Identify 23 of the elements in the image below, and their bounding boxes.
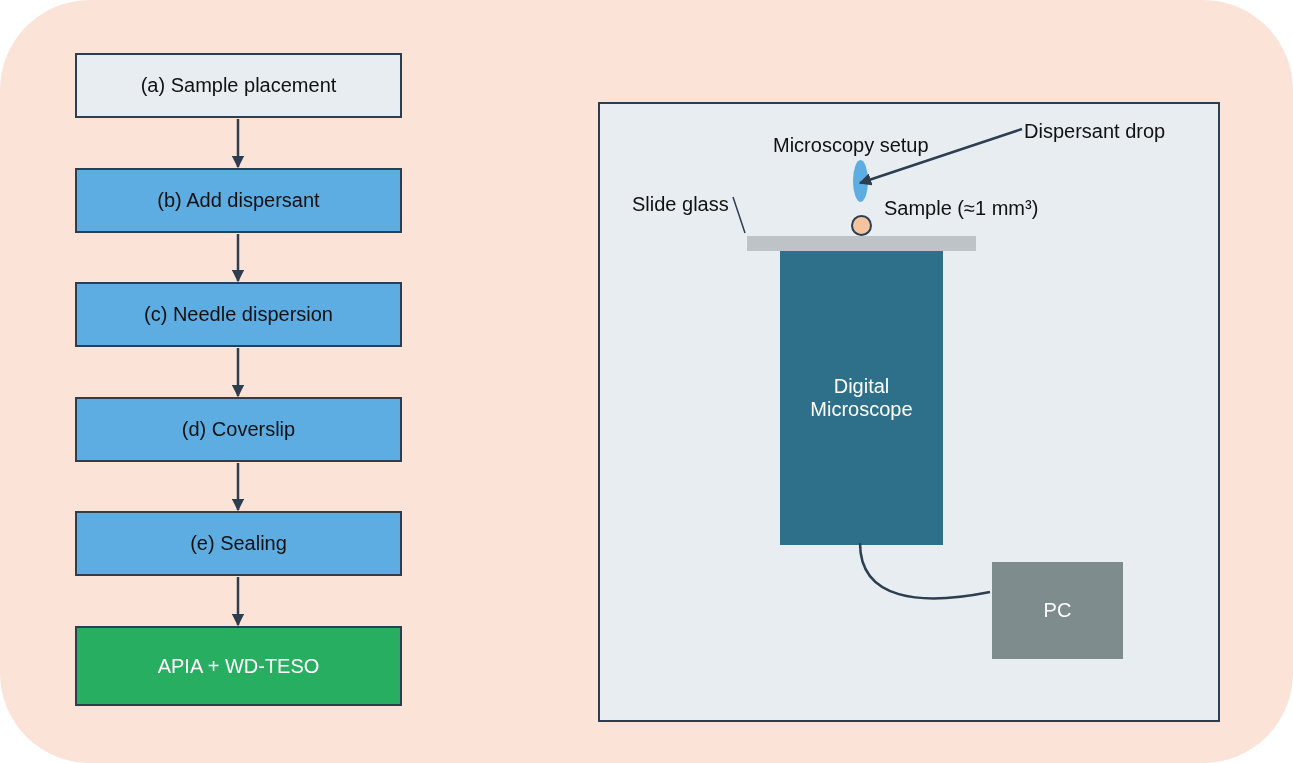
leader-arrow — [858, 127, 1023, 186]
pc-box: PC — [992, 562, 1123, 659]
process-box: (c) Needle dispersion — [75, 282, 402, 347]
cable — [858, 542, 991, 600]
setup-panel — [598, 102, 1220, 722]
process-box: (a) Sample placement — [75, 53, 402, 118]
arrow — [231, 348, 245, 398]
slide-glass — [747, 236, 976, 251]
panel-title: Microscopy setup — [773, 134, 929, 157]
callout-label: Dispersant drop — [1024, 118, 1194, 144]
sample-label: Sample (≈1 mm³) — [884, 197, 1039, 220]
arrow — [231, 119, 245, 169]
arrow — [231, 234, 245, 283]
arrow — [231, 463, 245, 512]
process-box: (b) Add dispersant — [75, 168, 402, 233]
leader-line — [732, 196, 746, 234]
result-box: APIA + WD-TESO — [75, 626, 402, 706]
callout-label: Slide glass — [632, 191, 752, 217]
process-box: (e) Sealing — [75, 511, 402, 576]
arrow — [231, 577, 245, 627]
microscope-body: Digital Microscope — [780, 251, 943, 545]
dispersant-drop — [853, 160, 868, 202]
process-box: (d) Coverslip — [75, 397, 402, 462]
